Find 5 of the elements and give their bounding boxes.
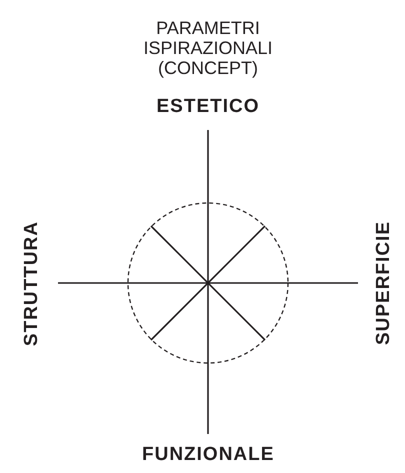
axis-label: SUPERFICIE	[373, 221, 395, 346]
axis-label: ESTETICO	[156, 96, 260, 118]
axis-label: FUNZIONALE	[142, 444, 274, 466]
diagram-title: PARAMETRI ISPIRAZIONALI (CONCEPT)	[142, 18, 274, 78]
axis-label: STRUTTURA	[21, 220, 43, 346]
